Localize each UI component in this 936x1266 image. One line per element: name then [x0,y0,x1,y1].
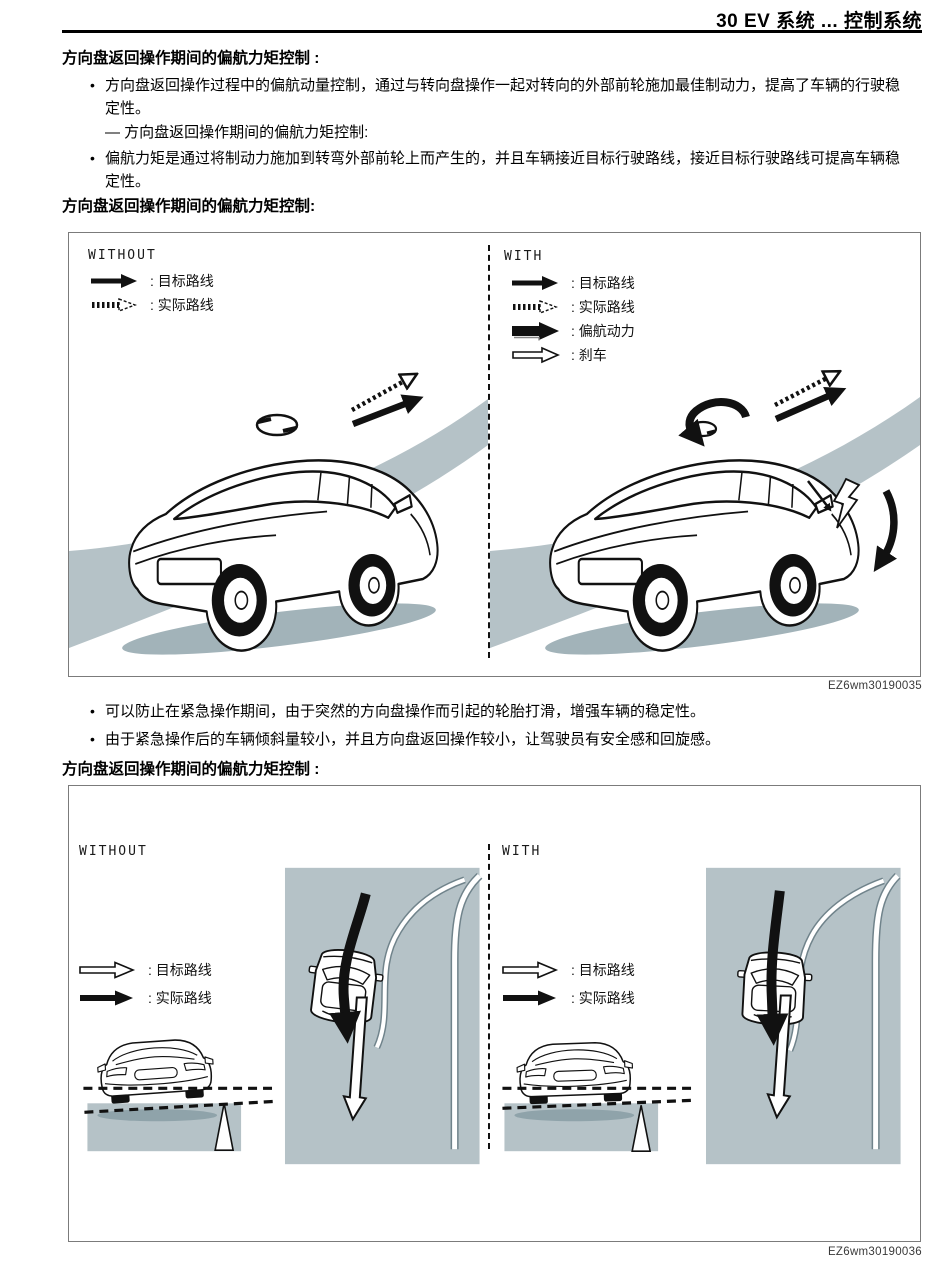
lane-line [873,874,900,1150]
target-path-arrow [774,386,847,422]
solid-arrow-icon [503,990,556,1006]
note-bullet-1: • 可以防止在紧急操作期间，由于突然的方向盘操作而引起的轮胎打滑，增强车辆的稳定… [90,700,912,723]
car-shadow [97,1109,218,1122]
bullet-marker: • [90,731,95,747]
target-path-arrow [351,394,424,428]
legend-row: : 目标路线 [512,271,635,295]
legend-row: : 目标路线 [79,956,212,984]
intro-bullet-2-text: 偏航力矩是通过将制动力施加到转弯外部前轮上而产生的，并且车辆接近目标行驶路线，接… [105,150,901,190]
legend-label: : 刹车 [571,347,607,363]
rotation-curved-arrow [873,489,898,572]
figure2-heading: 方向盘返回操作期间的偏航力矩控制 : [62,761,320,778]
legend-row: : 实际路线 [91,293,214,317]
car-front-view-tilted [95,1036,217,1105]
panel-label: WITH [502,844,542,859]
figure1-panel-without: WITHOUT : 目标路线 : 实际路线 [69,233,488,676]
figure1-with-scene [490,233,920,655]
legend-row: : 目标路线 [502,956,635,984]
braking-force-lightning-icon [832,477,861,529]
figure2-panel-with: WITH : 目标路线 : 实际路线 [490,786,920,1241]
legend-label: : 实际路线 [150,297,214,313]
lane-line [452,874,482,1150]
panel-divider-dashed [488,245,490,658]
intro-bullet-2: • 偏航力矩是通过将制动力施加到转弯外部前轮上而产生的，并且车辆接近目标行驶路线… [90,147,912,193]
figure1-without-scene [69,233,488,655]
note-bullet-2: • 由于紧急操作后的车辆倾斜量较小，并且方向盘返回操作较小，让驾驶员有安全感和回… [90,728,912,751]
note-bullet-1-text: 可以防止在紧急操作期间，由于突然的方向盘操作而引起的轮胎打滑，增强车辆的稳定性。 [105,703,706,720]
bullet-marker: • [90,150,95,166]
figure-yaw-moment-lane: WITHOUT : 目标路线 : 实际路线 [68,785,921,1242]
road-curve-line [374,877,466,1049]
legend-row: : 刹车 [512,343,635,367]
thick-arrow-icon [512,322,559,341]
legend-label: : 目标路线 [571,275,635,291]
note-bullet-2-text: 由于紧急操作后的车辆倾斜量较小，并且方向盘返回操作较小，让驾驶员有安全感和回旋感… [105,731,721,748]
section-heading-intro: 方向盘返回操作期间的偏航力矩控制 : [62,50,320,67]
solid-arrow-icon [512,276,558,290]
car-front-view-slight-tilt [515,1040,635,1105]
outline-arrow-icon [502,961,559,979]
solid-arrow-icon [80,990,133,1006]
actual-path-arrow [773,377,829,407]
yaw-moment-curved-arrow [678,398,750,447]
page-header-title: 30 EV 系统 ... 控制系统 [716,11,922,32]
actual-path-arrow [329,892,371,1044]
legend-label: : 实际路线 [571,990,635,1006]
brake-point-arrow [807,480,832,512]
figure2-with-scene [502,867,901,1165]
target-path-outline-arrow [342,996,368,1122]
traffic-cone [631,1105,652,1152]
steering-wheel-icon [255,413,299,437]
legend-label: : 目标路线 [150,273,214,289]
panel-label: WITHOUT [79,844,148,859]
figure-yaw-moment-slope: WITHOUT : 目标路线 : 实际路线 [68,232,921,677]
figure2-panel-without: WITHOUT : 目标路线 : 实际路线 [69,786,488,1241]
tilt-dashed-line [502,1098,694,1110]
panel-label: WITH [504,249,544,264]
car-shadow [514,1109,635,1122]
legend-row: : 实际路线 [502,984,635,1012]
legend-label: : 偏航动力 [571,323,635,339]
dashed-arrow-icon [513,299,558,315]
outline-arrow-icon [512,346,560,364]
dashed-arrow-icon [92,297,137,313]
figure1-with-legend: : 目标路线 : 实际路线 : 偏航动力 [512,271,635,367]
figure1-heading: 方向盘返回操作期间的偏航力矩控制: [62,198,316,215]
legend-label: : 实际路线 [148,990,212,1006]
legend-label: : 实际路线 [571,299,635,315]
legend-row: : 实际路线 [512,295,635,319]
legend-row: : 目标路线 [91,269,214,293]
outline-arrow-icon [79,961,136,979]
actual-path-arrow [756,890,789,1046]
tilt-dashed-line [84,1099,277,1114]
figure2-caption-code: EZ6wm30190036 [827,1246,922,1258]
intro-bullet-1-text: 方向盘返回操作过程中的偏航动量控制，通过与转向盘操作一起对转向的外部前轮施加最佳… [105,77,901,117]
intro-sub-item: — 方向盘返回操作期间的偏航力矩控制: [105,124,369,141]
bullet-marker: • [90,77,95,93]
traffic-cone [214,1103,235,1151]
figure2-without-legend: : 目标路线 : 实际路线 [79,956,212,1012]
actual-path-arrow [350,380,406,412]
figure1-caption-code: EZ6wm30190035 [827,680,922,692]
legend-row: : 偏航动力 [512,319,635,343]
legend-label: : 目标路线 [148,962,212,978]
figure1-without-legend: : 目标路线 : 实际路线 [91,269,214,317]
figure1-panel-with: WITH : 目标路线 : 实际路线 [490,233,920,676]
figure2-with-legend: : 目标路线 : 实际路线 [502,956,635,1012]
panel-divider-dashed [488,844,490,1149]
intro-bullet-1: • 方向盘返回操作过程中的偏航动量控制，通过与转向盘操作一起对转向的外部前轮施加… [90,74,912,120]
solid-arrow-icon [91,274,137,288]
bullet-marker: • [90,703,95,719]
figure2-without-scene [83,867,483,1165]
header-rule [62,30,922,33]
panel-label: WITHOUT [88,248,157,263]
legend-label: : 目标路线 [571,962,635,978]
legend-row: : 实际路线 [79,984,212,1012]
